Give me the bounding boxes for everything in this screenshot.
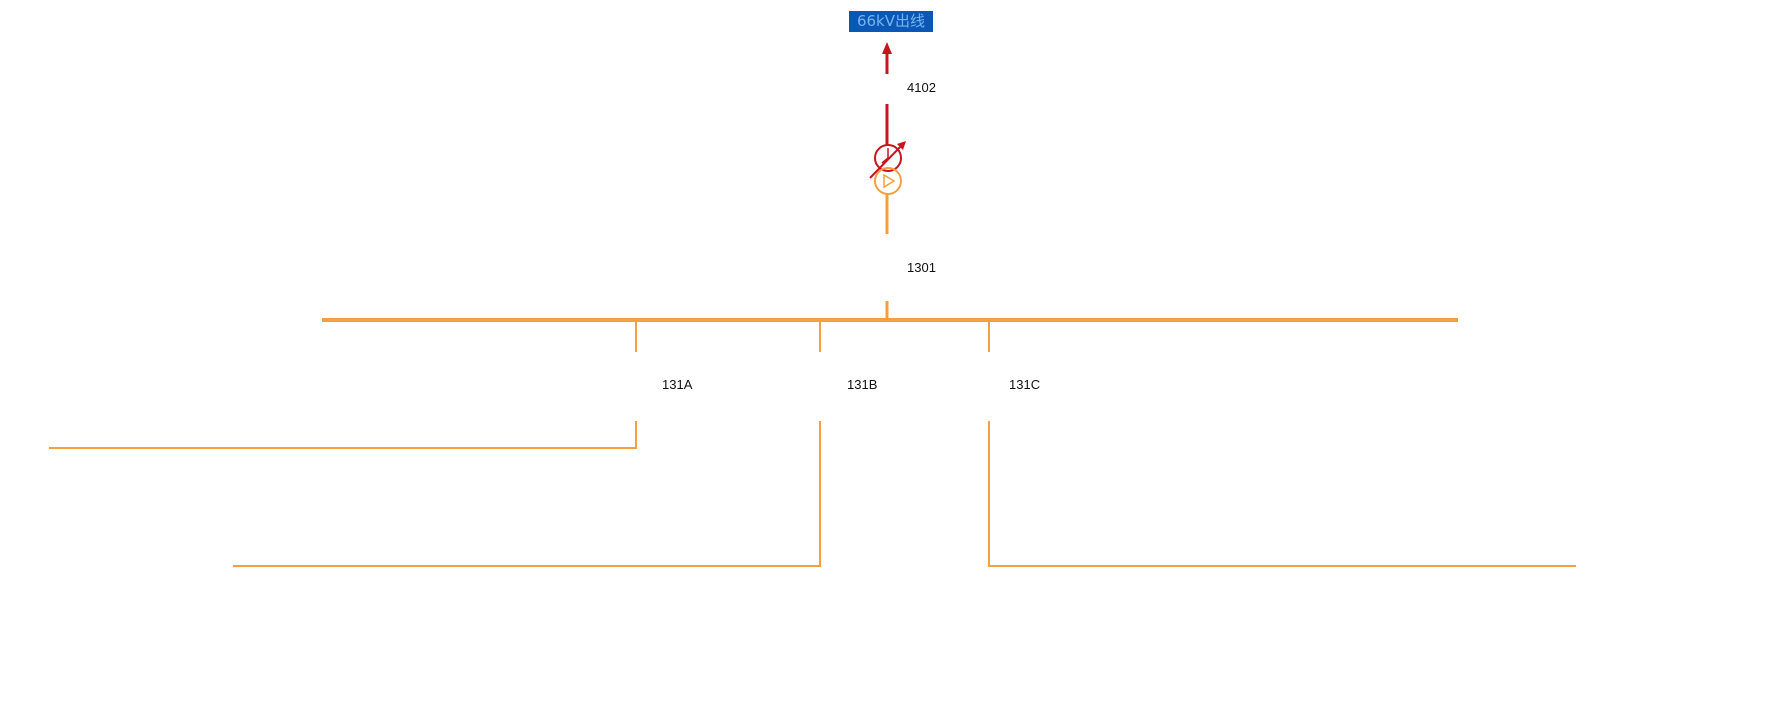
switch-label-1301: 1301 (907, 260, 936, 275)
feeder-label-131a: 131A (662, 377, 693, 392)
feeder-label-131c: 131C (1009, 377, 1041, 392)
tap-changer-arrow-line (869, 142, 905, 179)
hv-winding-circle (874, 144, 902, 172)
tap-changer-arrowhead (897, 141, 906, 150)
delta-symbol (883, 173, 896, 189)
wye-symbol (881, 148, 889, 164)
arrow-up-icon[interactable] (882, 42, 892, 54)
feeder-label-131b: 131B (847, 377, 878, 392)
feeder-131a[interactable] (49, 322, 637, 449)
feeder-131c[interactable] (988, 322, 1576, 567)
feeder-131b[interactable] (233, 322, 821, 567)
two-winding-transformer-icon[interactable] (869, 141, 906, 195)
lv-section (322, 194, 1458, 322)
outgoing-line-title: 66kV出线 (849, 11, 933, 32)
hv-section (882, 42, 892, 146)
switch-label-4102: 4102 (907, 80, 936, 95)
